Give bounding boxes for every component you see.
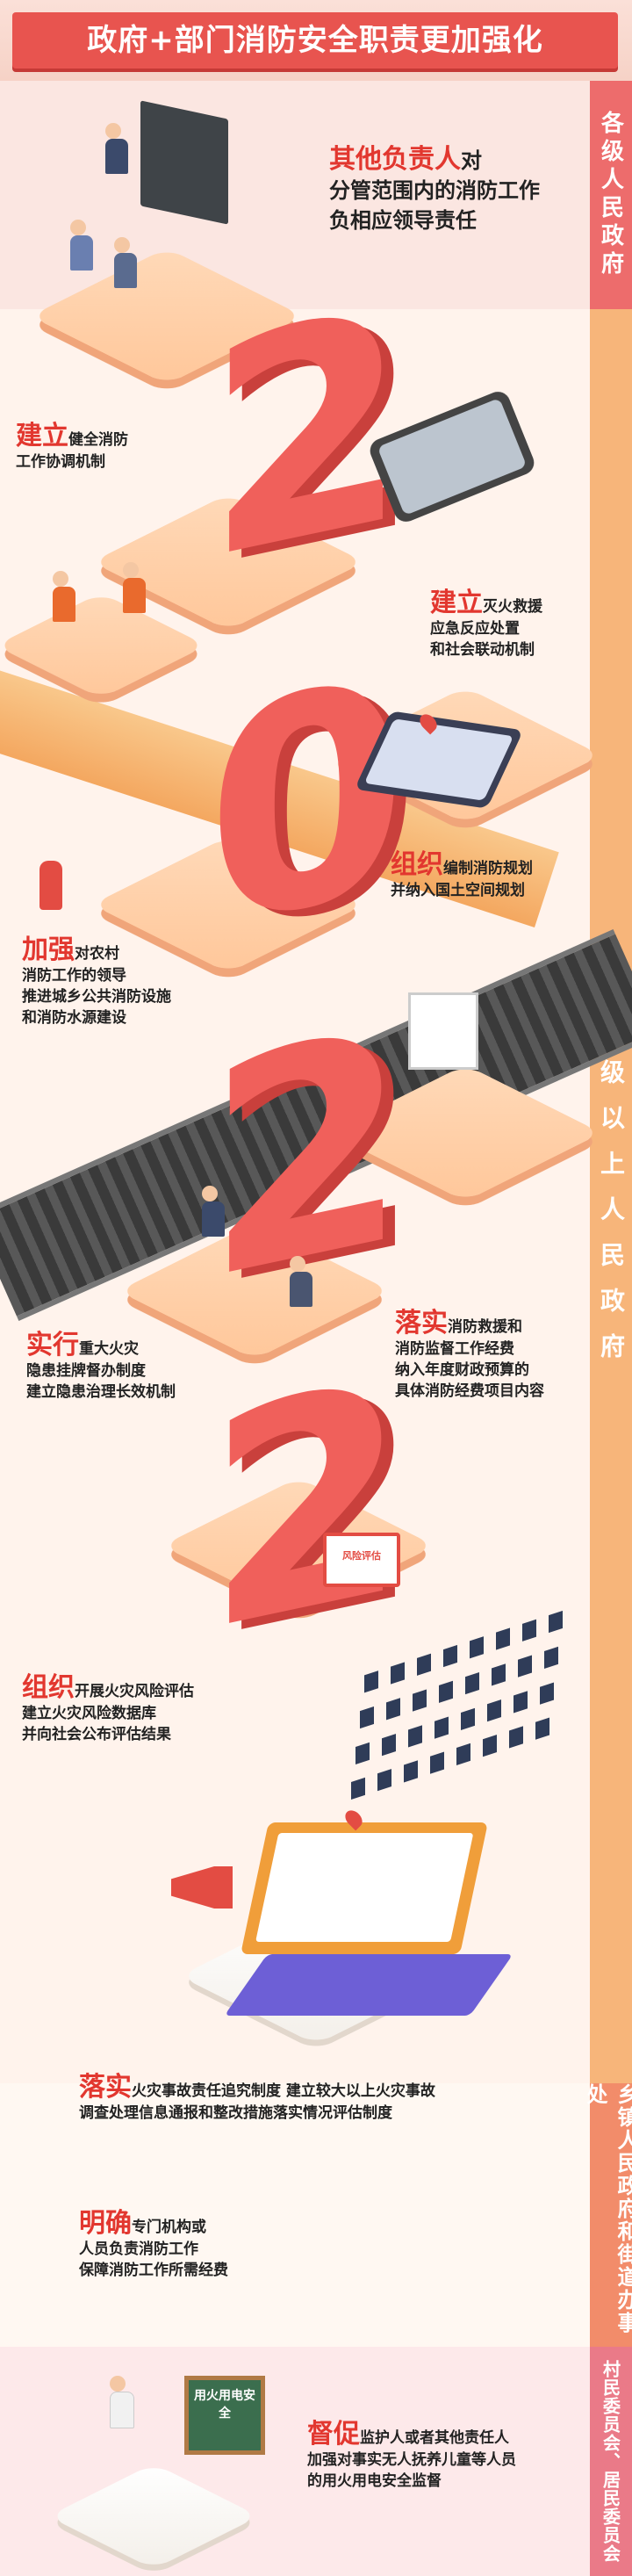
block-township-duty: 明确专门机构或 人员负责消防工作 保障消防工作所需经费 [79, 2209, 228, 2281]
side-label: 乡镇人民政府和街道办事处 [583, 2083, 632, 2334]
block-text: 消防监督工作经费 [395, 1340, 514, 1358]
head [114, 237, 130, 253]
block-text: 人员负责消防工作 [79, 2240, 198, 2258]
page-title: 政府+部门消防安全职责更加强化 [87, 23, 543, 58]
block-text: 并纳入国土空间规划 [391, 882, 525, 899]
block-text: 专门机构或 [132, 2219, 206, 2236]
block-text: 加强对事实无人抚养儿童等人员 [307, 2451, 516, 2469]
risk-assessment-display: 风险评估 [323, 1533, 400, 1587]
block-key: 建立 [430, 588, 483, 618]
side-ribbon-township: 乡镇人民政府和街道办事处 [583, 2083, 632, 2347]
head [202, 1186, 218, 1201]
block-other-leaders: 其他负责人对 分管范围内的消防工作 负相应领导责任 [329, 145, 540, 235]
block-key: 组织 [391, 849, 443, 880]
body [53, 587, 75, 622]
year-digit: 2 [206, 244, 408, 625]
keyboard-illustration [224, 1954, 514, 2016]
block-rescue-mechanism: 建立灭火救援 应急反应处置 和社会联动机制 [430, 588, 542, 660]
block-text: 应急反应处置 [430, 620, 520, 638]
laptop-illustration [241, 1822, 488, 1954]
block-text: 对 [461, 148, 482, 173]
laptop-screen [255, 1833, 474, 1942]
band-township [0, 2083, 590, 2347]
block-text: 健全消防 [68, 431, 128, 449]
block-text: 调查处理信息通报和整改措施落实情况评估制度 [79, 2104, 392, 2122]
block-text: 保障消防工作所需经费 [79, 2262, 228, 2279]
body [202, 1201, 225, 1237]
block-key: 落实 [395, 1308, 448, 1339]
body [110, 2392, 134, 2428]
block-text: 和消防水源建设 [22, 1009, 126, 1027]
side-ribbon-all-levels: 各级人民政府 [590, 81, 632, 309]
block-funding: 落实消防救援和 消防监督工作经费 纳入年度财政预算的 具体消防经费项目内容 [395, 1309, 544, 1402]
body [70, 235, 93, 271]
band-all-levels [0, 81, 590, 309]
map-screen [363, 718, 514, 801]
side-label: 各级人民政府 [597, 111, 624, 279]
block-village-supervision: 督促监护人或者其他责任人 加强对事实无人抚养儿童等人员 的用火用电安全监督 [307, 2420, 516, 2492]
body [114, 253, 137, 288]
block-text: 和社会联动机制 [430, 641, 535, 659]
chalkboard-illustration: 用火用电安全 [184, 2376, 265, 2455]
block-key: 实行 [26, 1330, 79, 1360]
block-text: 隐患挂牌督办制度 [26, 1362, 146, 1380]
block-text: 的用火用电安全监督 [307, 2472, 442, 2490]
block-text: 建立火灾风险数据库 [22, 1705, 156, 1722]
head [110, 2376, 126, 2392]
block-text: 重大火灾 [79, 1340, 139, 1358]
block-text: 灭火救援 [483, 598, 542, 616]
block-key: 落实 [79, 2072, 132, 2103]
block-text: 纳入年度财政预算的 [395, 1361, 529, 1379]
block-accountability: 落实火灾事故责任追究制度 建立较大以上火灾事故 调查处理信息通报和整改措施落实情… [79, 2073, 435, 2124]
head [123, 562, 139, 578]
block-text: 编制消防规划 [443, 860, 533, 877]
head [105, 123, 121, 139]
block-key: 其他负责人 [329, 144, 461, 175]
side-ribbon-county-level: 县级以上人民政府 [590, 309, 632, 2083]
block-text: 分管范围内的消防工作 [329, 178, 540, 203]
block-key: 加强 [22, 934, 75, 965]
head [290, 1256, 305, 1272]
year-digit: 2 [206, 1316, 408, 1697]
block-text: 建立隐患治理长效机制 [26, 1383, 176, 1401]
block-text: 推进城乡公共消防设施 [22, 988, 171, 1006]
block-text: 火灾事故责任追究制度 建立较大以上火灾事故 [132, 2082, 435, 2100]
block-text: 对农村 [75, 945, 119, 963]
monitor-label: 风险评估 [342, 1550, 381, 1562]
block-text: 具体消防经费项目内容 [395, 1382, 544, 1400]
body [105, 139, 128, 174]
block-text: 工作协调机制 [16, 453, 105, 471]
block-key: 督促 [307, 2419, 360, 2450]
chalkboard-label: 用火用电安全 [194, 2389, 255, 2421]
head [70, 220, 86, 235]
block-text: 消防工作的领导 [22, 967, 126, 985]
block-rural-fire: 加强对农村 消防工作的领导 推进城乡公共消防设施 和消防水源建设 [22, 935, 171, 1028]
block-text: 监护人或者其他责任人 [360, 2429, 509, 2447]
block-fire-planning: 组织编制消防规划 并纳入国土空间规划 [391, 850, 533, 901]
block-key: 明确 [79, 2208, 132, 2239]
year-digit: 0 [206, 613, 408, 994]
block-hazard-supervision: 实行重大火灾 隐患挂牌督办制度 建立隐患治理长效机制 [26, 1331, 176, 1403]
side-ribbon-village: 村民委员会、居民委员会 [590, 2347, 632, 2576]
block-key: 组织 [22, 1672, 75, 1703]
block-text: 消防救援和 [448, 1318, 522, 1336]
block-text: 负相应领导责任 [329, 208, 477, 233]
body [123, 578, 146, 613]
presentation-board [140, 100, 228, 225]
block-text: 开展火灾风险评估 [75, 1683, 194, 1700]
head [53, 571, 68, 587]
body [290, 1272, 312, 1307]
chart-easel-illustration [408, 992, 478, 1070]
header: 政府+部门消防安全职责更加强化 [0, 0, 632, 81]
block-coordination: 建立健全消防 工作协调机制 [16, 422, 128, 473]
block-risk-assessment: 组织开展火灾风险评估 建立火灾风险数据库 并向社会公布评估结果 [22, 1673, 194, 1745]
block-text: 并向社会公布评估结果 [22, 1726, 171, 1743]
side-label: 县级以上人民政府 [597, 1014, 626, 1379]
header-bar: 政府+部门消防安全职责更加强化 [12, 12, 618, 69]
side-label: 村民委员会、居民委员会 [600, 2360, 621, 2563]
block-key: 建立 [16, 421, 68, 451]
fire-hydrant-icon [40, 861, 62, 910]
